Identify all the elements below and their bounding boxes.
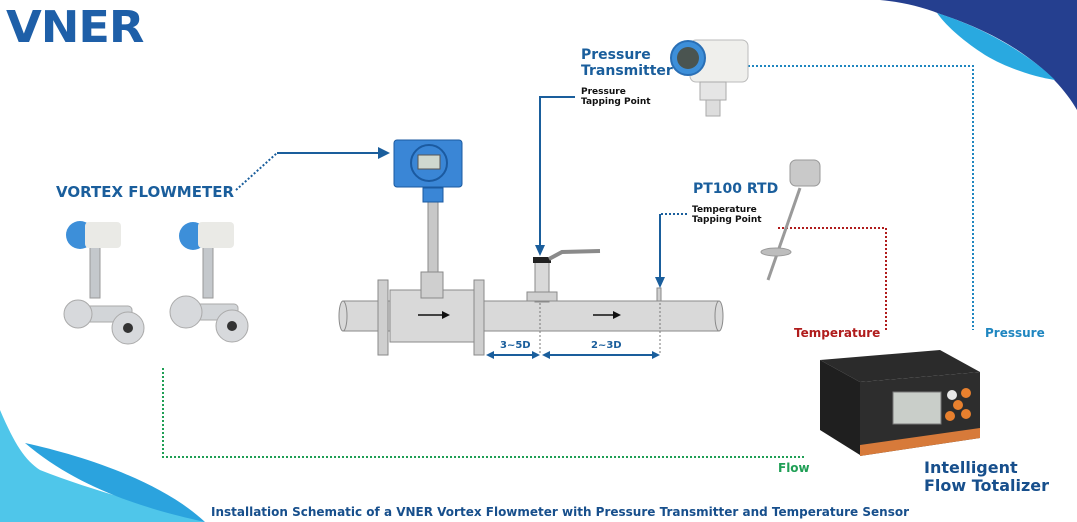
pressure-tapping-point-line-2: Tapping Point xyxy=(581,97,651,107)
pressure-tapping-point-line-1: Pressure xyxy=(581,87,626,97)
pipe xyxy=(338,271,724,356)
pressure-transmitter-illustration xyxy=(670,39,749,117)
diagram-caption: Installation Schematic of a VNER Vortex … xyxy=(211,505,909,519)
temperature-tapping-point-line-1: Temperature xyxy=(692,205,757,215)
corner-wave-bottom-mid xyxy=(25,443,205,522)
flow-totalizer-label-line-1: Intelligent xyxy=(924,458,1018,477)
flow-totalizer-illustration xyxy=(820,350,980,456)
flow-totalizer-label: Intelligent Flow Totalizer xyxy=(924,459,1049,495)
pressure-signal-label: Pressure xyxy=(985,326,1045,340)
corner-wave-dark xyxy=(880,0,1077,110)
pressure-transmitter-label-line-2: Transmitter xyxy=(581,63,673,79)
temperature-tapping-stub xyxy=(656,287,662,302)
pt100-rtd-label: PT100 RTD xyxy=(693,181,779,197)
temperature-signal-label: Temperature xyxy=(794,326,881,340)
vner-logo: VNER xyxy=(6,2,144,53)
pressure-tapping-valve xyxy=(526,249,601,303)
temperature-tapping-point-line-2: Tapping Point xyxy=(692,215,762,225)
inline-flowmeter-illustration xyxy=(393,139,463,273)
vortex-flowmeter-photos xyxy=(63,221,249,345)
pressure-tapping-point-label: Pressure Tapping Point xyxy=(581,87,651,107)
upstream-distance-label: 3~5D xyxy=(500,340,531,351)
corner-wave-bottom-light xyxy=(0,410,205,522)
flow-signal-label: Flow xyxy=(778,461,810,475)
downstream-distance-label: 2~3D xyxy=(591,340,622,351)
vortex-flowmeter-label: VORTEX FLOWMETER xyxy=(56,183,235,201)
corner-wave-light xyxy=(937,13,1055,80)
pressure-transmitter-label: Pressure Transmitter xyxy=(581,47,673,79)
pt100-rtd-illustration xyxy=(760,159,821,281)
temperature-tapping-point-label: Temperature Tapping Point xyxy=(692,205,762,225)
flow-totalizer-label-line-2: Flow Totalizer xyxy=(924,476,1050,495)
pressure-transmitter-label-line-1: Pressure xyxy=(581,47,651,63)
